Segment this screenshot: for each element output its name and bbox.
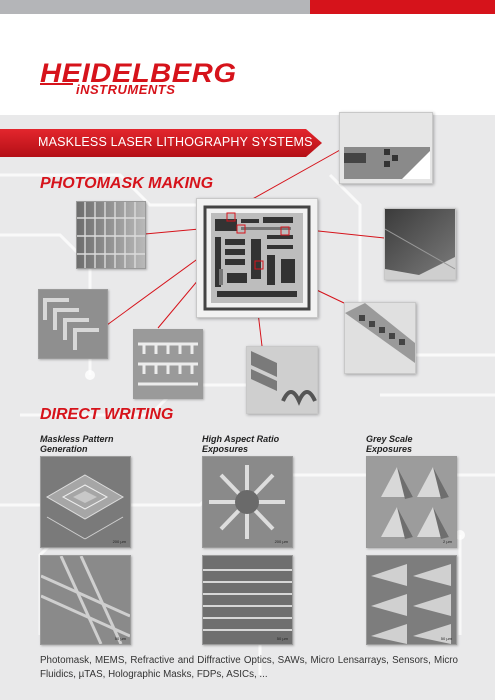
scale-label: 200 µm bbox=[274, 539, 288, 544]
applications-text: Photomask, MEMS, Refractive and Diffract… bbox=[40, 655, 458, 680]
section-title-direct-writing: DIRECT WRITING bbox=[40, 406, 174, 423]
scale-label: 50 µm bbox=[114, 636, 126, 641]
sem-grey-scale-steps: 50 µm bbox=[366, 555, 457, 645]
mask-layout-image bbox=[196, 198, 318, 318]
scale-label: 200 µm bbox=[112, 539, 126, 544]
brand-logo-sub: iNSTRUMENTS bbox=[76, 82, 176, 97]
sem-grey-scale-pyramids: 2 µm bbox=[366, 456, 457, 548]
section-title-photomask: PHOTOMASK MAKING bbox=[40, 175, 214, 192]
scale-label: 2 µm bbox=[443, 539, 452, 544]
column-label-high-aspect: High Aspect Ratio Exposures bbox=[202, 434, 280, 454]
top-bar-red bbox=[310, 0, 495, 14]
photo-line-structures bbox=[38, 289, 108, 359]
top-bar-grey bbox=[0, 0, 310, 14]
column-label-maskless: Maskless Pattern Generation bbox=[40, 434, 114, 454]
sem-maskless-pattern: 200 µm bbox=[40, 456, 131, 548]
banner-arrow bbox=[0, 129, 322, 157]
logo-underline bbox=[40, 83, 73, 85]
sem-maskless-lines: 50 µm bbox=[40, 555, 131, 645]
scale-label: 50 µm bbox=[440, 636, 452, 641]
photo-text-structures bbox=[246, 346, 318, 414]
column-label-grey-scale: Grey Scale Exposures bbox=[366, 434, 413, 454]
photo-mask-edge bbox=[384, 208, 456, 280]
photo-comb-structures bbox=[133, 329, 203, 399]
header-area bbox=[0, 14, 495, 115]
scale-label: 50 µm bbox=[276, 636, 288, 641]
photo-diagonal-mask bbox=[344, 302, 416, 374]
sem-high-aspect-pillars: 50 µm bbox=[202, 555, 293, 645]
photo-grid-pattern bbox=[76, 201, 146, 269]
sem-high-aspect-radial: 200 µm bbox=[202, 456, 293, 548]
photo-mask-overview bbox=[339, 112, 433, 184]
banner-text: MASKLESS LASER LITHOGRAPHY SYSTEMS bbox=[38, 135, 313, 149]
